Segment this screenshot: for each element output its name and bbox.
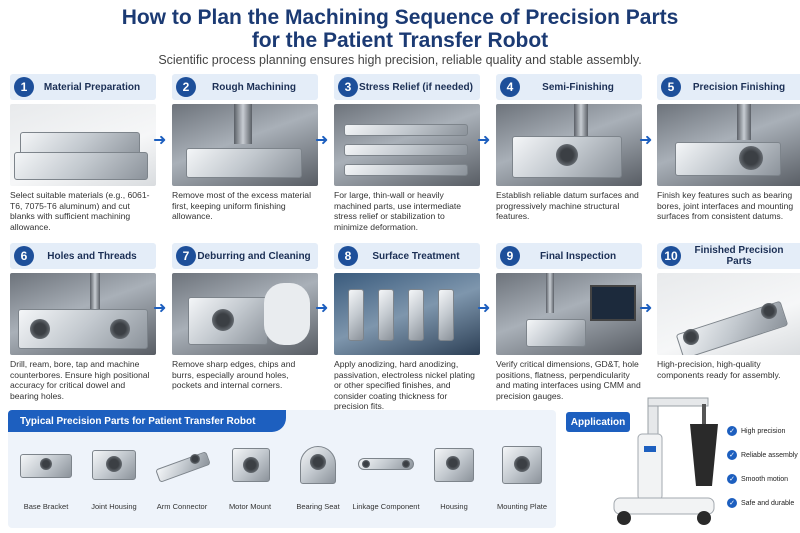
stress-relief-racks-image — [334, 104, 480, 186]
arrow-right-icon: ➜ — [639, 132, 653, 149]
part-mounting-plate: Mounting Plate — [488, 436, 556, 522]
step-final-inspection: 9 Final Inspection Verify critical dimen… — [496, 243, 642, 401]
step-description: High-precision, high-quality components … — [657, 359, 781, 380]
step-number: 6 — [14, 246, 34, 266]
part-base-bracket: Base Bracket — [12, 436, 80, 522]
semi-finishing-image — [496, 104, 642, 186]
step-description: Establish reliable datum surfaces and pr… — [496, 190, 639, 222]
part-bearing-seat: Bearing Seat — [284, 436, 352, 522]
step-number: 8 — [338, 246, 358, 266]
step-number: 9 — [500, 246, 520, 266]
step-description: Finish key features such as bearing bore… — [657, 190, 794, 222]
part-label: Bearing Seat — [296, 502, 340, 511]
part-label: Linkage Component — [352, 502, 420, 511]
step-number: 7 — [176, 246, 196, 266]
benefit-item: ✓ Safe and durable — [727, 496, 799, 510]
step-surface-treatment: 8 Surface Treatment Apply anodizing, har… — [334, 243, 480, 412]
step-precision-finishing: 5 Precision Finishing Finish key feature… — [657, 74, 800, 222]
step-description: For large, thin-wall or heavily machined… — [334, 190, 462, 232]
aluminum-blocks-image — [10, 104, 156, 186]
check-icon: ✓ — [727, 498, 737, 508]
step-title: Finished Precision Parts — [694, 245, 784, 267]
arrow-right-icon: ➜ — [477, 300, 491, 317]
step-title: Rough Machining — [212, 81, 296, 93]
step-title: Deburring and Cleaning — [197, 250, 311, 262]
check-icon: ✓ — [727, 450, 737, 460]
step-description: Apply anodizing, hard anodizing, passiva… — [334, 359, 475, 412]
benefits-list: ✓ High precision ✓ Reliable assembly ✓ S… — [727, 424, 799, 520]
step-title: Material Preparation — [43, 81, 141, 93]
deburring-image — [172, 273, 318, 355]
step-title: Surface Treatment — [372, 250, 460, 262]
part-housing: Housing — [420, 436, 488, 522]
page-title: How to Plan the Machining Sequence of Pr… — [121, 6, 679, 52]
application-badge: Application — [566, 412, 630, 432]
anodizing-line-image — [334, 273, 480, 355]
step-material-preparation: 1 Material Preparation Select suitable m… — [10, 74, 156, 232]
part-label: Mounting Plate — [496, 502, 548, 511]
part-label: Arm Connector — [156, 502, 208, 511]
cnc-rough-machining-image — [172, 104, 318, 186]
finished-part-image — [657, 273, 800, 355]
step-description: Verify critical dimensions, GD&T, hole p… — [496, 359, 641, 401]
page-subtitle: Scientific process planning ensures high… — [158, 53, 642, 67]
part-label: Base Bracket — [23, 502, 69, 511]
step-finished-precision-parts: 10 Finished Precision Parts High-precisi… — [657, 243, 800, 380]
step-title: Semi-Finishing — [542, 81, 614, 93]
arrow-right-icon: ➜ — [477, 132, 491, 149]
drilling-holes-image — [10, 273, 156, 355]
cmm-inspection-image — [496, 273, 642, 355]
step-description: Drill, ream, bore, tap and machine count… — [10, 359, 150, 401]
part-label: Motor Mount — [228, 502, 272, 511]
step-number: 3 — [338, 77, 358, 97]
step-number: 5 — [661, 77, 681, 97]
step-holes-and-threads: 6 Holes and Threads Drill, ream, bore, t… — [10, 243, 156, 401]
step-number: 2 — [176, 77, 196, 97]
precision-finishing-image — [657, 104, 800, 186]
typical-parts-title: Typical Precision Parts for Patient Tran… — [8, 410, 286, 432]
step-number: 1 — [14, 77, 34, 97]
step-description: Select suitable materials (e.g., 6061-T6… — [10, 190, 150, 232]
arrow-right-icon: ➜ — [315, 300, 329, 317]
step-title: Final Inspection — [539, 250, 617, 262]
benefit-item: ✓ High precision — [727, 424, 799, 438]
step-deburring-and-cleaning: 7 Deburring and Cleaning Remove sharp ed… — [172, 243, 318, 391]
arrow-right-icon: ➜ — [153, 300, 167, 317]
step-description: Remove most of the excess material first… — [172, 190, 311, 222]
arrow-right-icon: ➜ — [153, 132, 167, 149]
part-label: Housing — [440, 502, 468, 511]
step-number: 10 — [661, 246, 681, 266]
part-linkage-component: Linkage Component — [352, 436, 420, 522]
arrow-right-icon: ➜ — [315, 132, 329, 149]
check-icon: ✓ — [727, 426, 737, 436]
benefit-item: ✓ Reliable assembly — [727, 448, 799, 462]
part-label: Joint Housing — [91, 502, 137, 511]
step-semi-finishing: 4 Semi-Finishing Establish reliable datu… — [496, 74, 642, 222]
step-title: Holes and Threads — [47, 250, 137, 262]
part-joint-housing: Joint Housing — [80, 436, 148, 522]
patient-transfer-robot-image — [613, 397, 718, 525]
step-stress-relief: 3 Stress Relief (if needed) For large, t… — [334, 74, 480, 232]
part-arm-connector: Arm Connector — [148, 436, 216, 522]
benefit-item: ✓ Smooth motion — [727, 472, 799, 486]
step-number: 4 — [500, 77, 520, 97]
arrow-right-icon: ➜ — [639, 300, 653, 317]
step-rough-machining: 2 Rough Machining Remove most of the exc… — [172, 74, 318, 222]
step-title: Stress Relief (if needed) — [359, 81, 473, 93]
check-icon: ✓ — [727, 474, 737, 484]
step-title: Precision Finishing — [692, 81, 786, 93]
step-description: Remove sharp edges, chips and burrs, esp… — [172, 359, 296, 391]
typical-parts-panel: Typical Precision Parts for Patient Tran… — [8, 410, 556, 528]
part-motor-mount: Motor Mount — [216, 436, 284, 522]
